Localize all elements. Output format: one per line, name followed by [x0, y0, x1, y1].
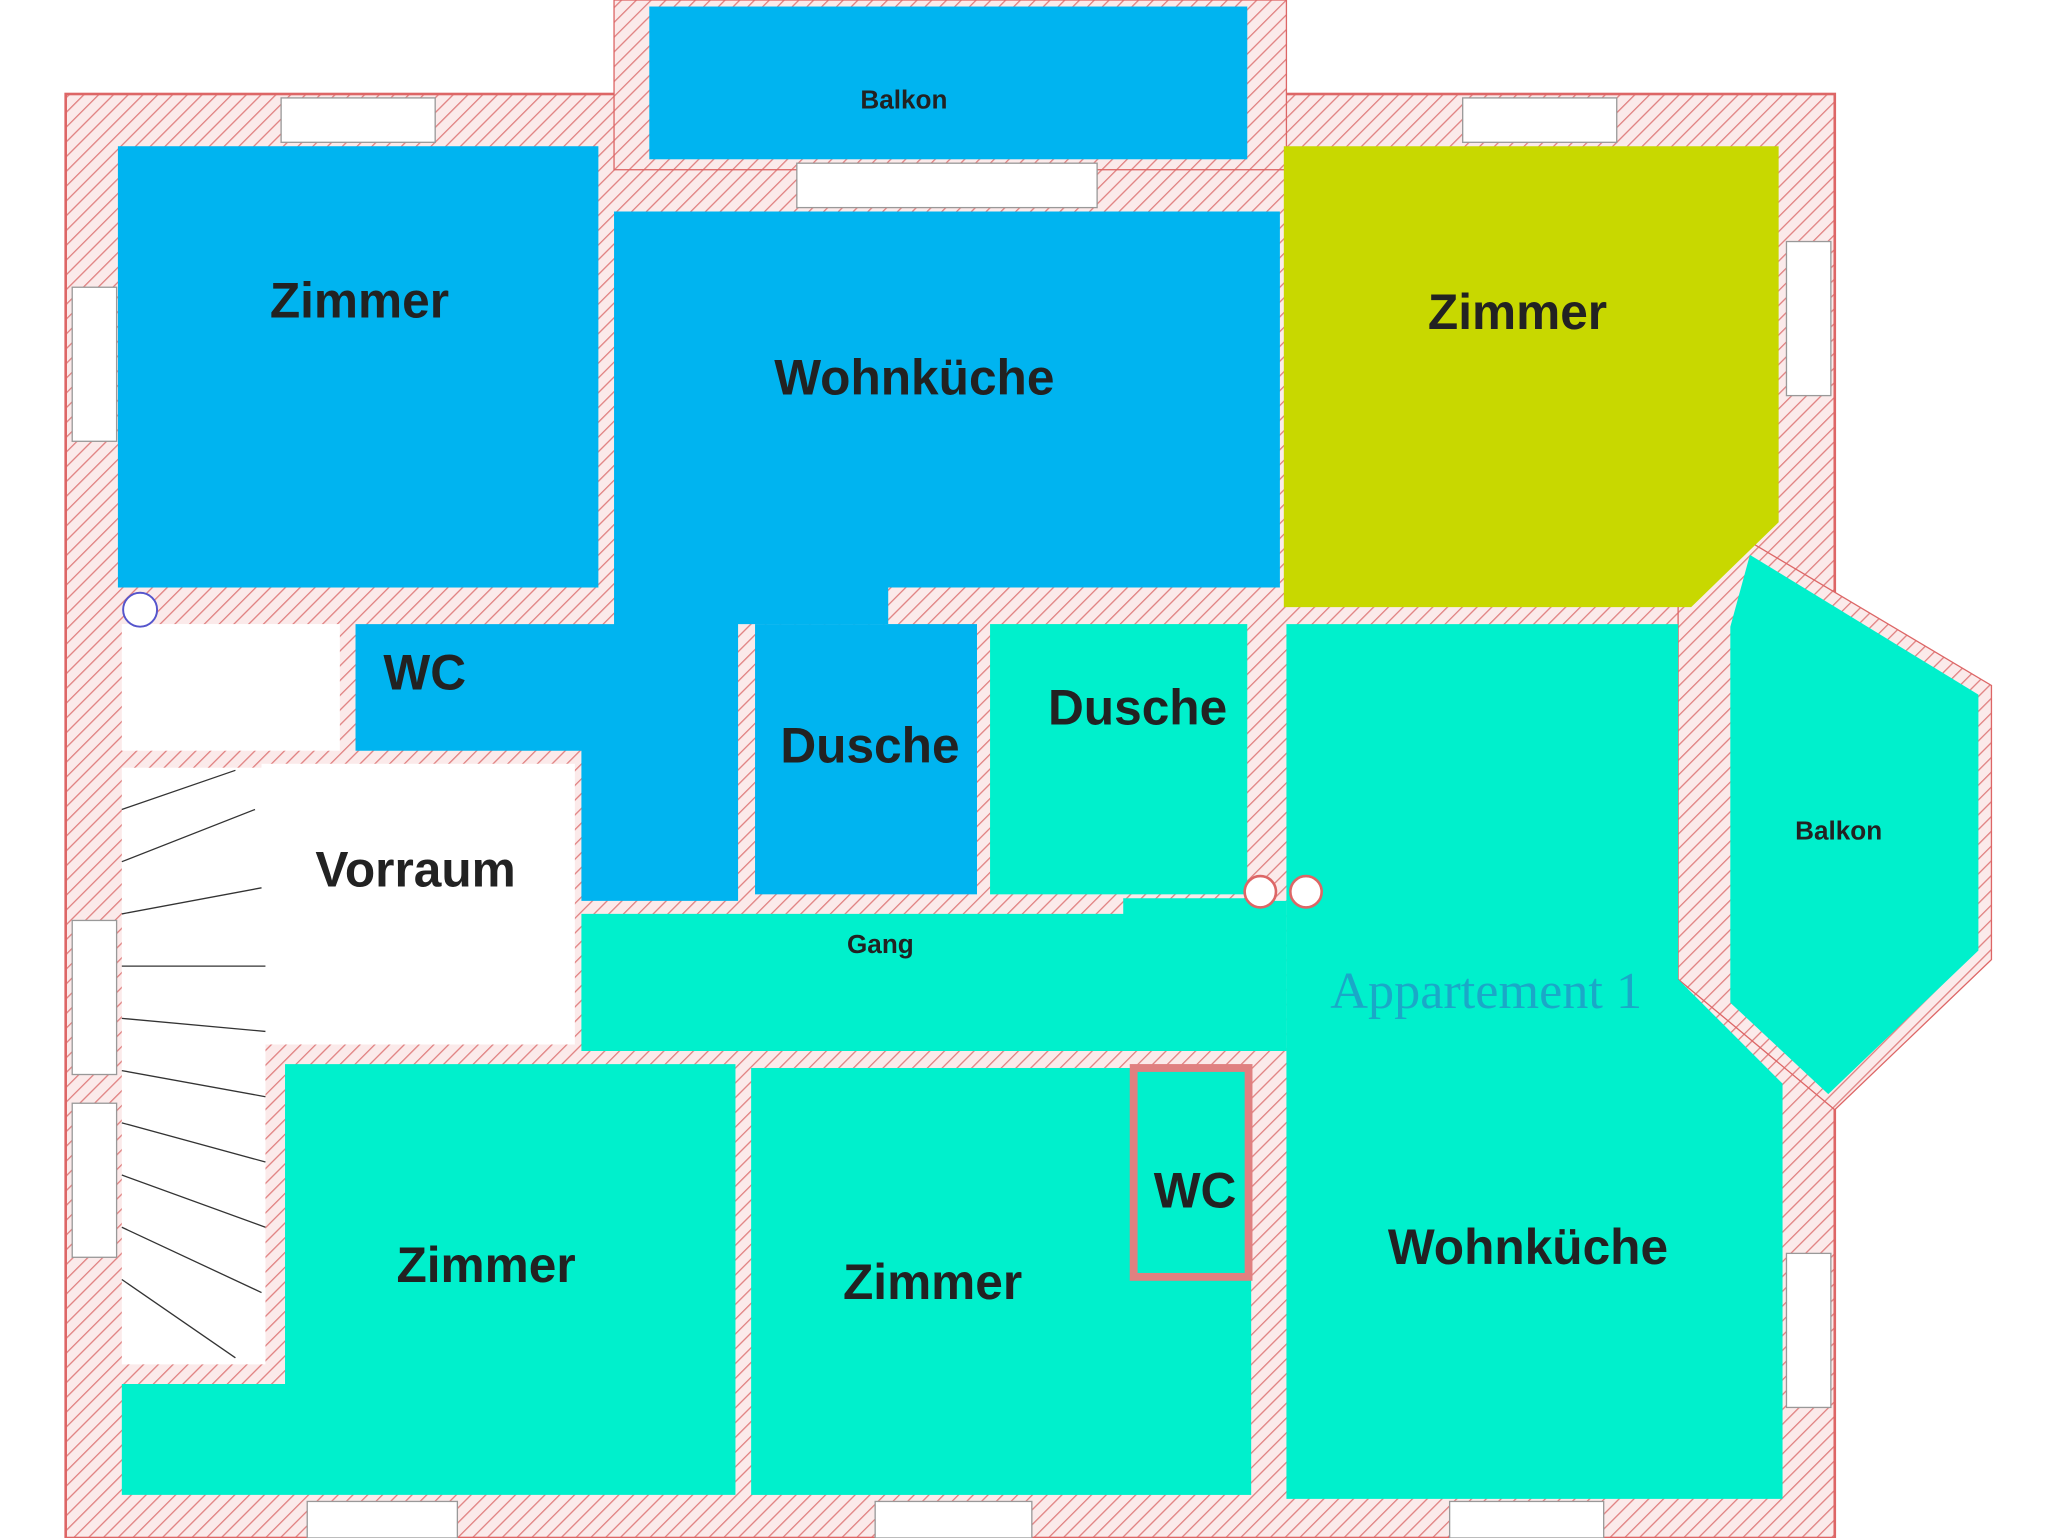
stair-treads	[121, 769, 266, 1359]
room-gang	[581, 898, 1287, 1052]
room-zimmer-top-left	[117, 146, 599, 588]
windows	[71, 97, 1832, 1538]
label-vorraum: Vorraum	[315, 842, 515, 898]
label-dusche-right: Dusche	[1048, 680, 1227, 736]
room-balkon-top	[649, 6, 1248, 160]
room-zimmer-bottom-left	[121, 1064, 736, 1495]
room-wohnkueche-bottom	[1286, 624, 1783, 1499]
room-niche	[121, 624, 340, 751]
label-dusche-middle: Dusche	[780, 717, 959, 773]
label-zimmer-top-right: Zimmer	[1428, 284, 1607, 340]
staircase	[121, 767, 266, 1365]
label-wc-left: WC	[383, 644, 466, 700]
room-vorraum	[261, 763, 575, 1045]
label-gang: Gang	[847, 929, 914, 959]
label-balkon-top: Balkon	[860, 84, 947, 114]
room-dusche-middle	[755, 624, 977, 895]
room-balkon-right	[1730, 554, 1979, 1095]
rooms	[117, 6, 1979, 1499]
label-wohnkueche-bottom: Wohnküche	[1388, 1219, 1668, 1275]
label-balkon-right: Balkon	[1795, 816, 1882, 846]
label-zimmer-bottom-middle: Zimmer	[843, 1254, 1022, 1310]
label-wohnkueche-top: Wohnküche	[774, 349, 1054, 405]
room-zimmer-top-right	[1283, 146, 1779, 608]
room-wohnkueche-top	[355, 211, 1280, 901]
room-wc-bottom	[1129, 1064, 1253, 1281]
column-circle	[122, 591, 159, 628]
label-zimmer-bottom-left: Zimmer	[396, 1237, 575, 1293]
chimney-circle-1	[1243, 874, 1278, 909]
label-appartement: Appartement 1	[1330, 962, 1642, 1020]
label-zimmer-top-left: Zimmer	[270, 272, 449, 328]
room-dusche-right	[990, 624, 1248, 895]
label-wc-bottom: WC	[1154, 1163, 1237, 1219]
chimney-circle-2	[1289, 874, 1323, 909]
